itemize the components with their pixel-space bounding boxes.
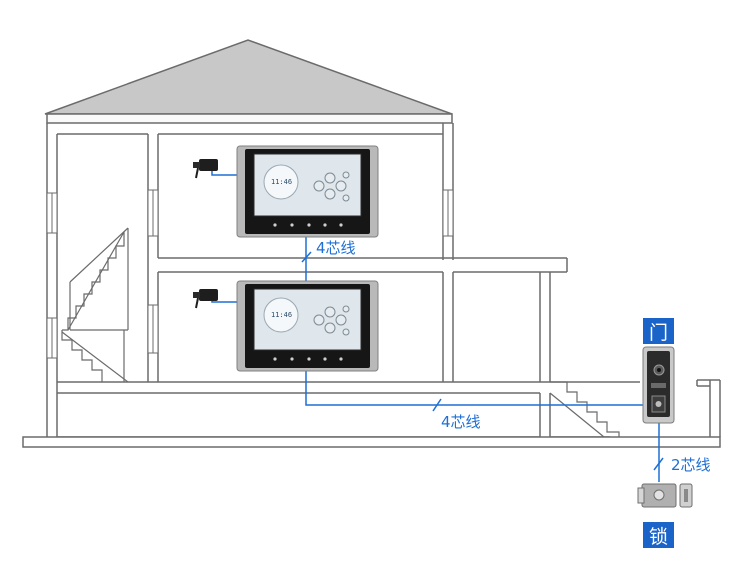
monitor-clock-upper: 11:46 [271, 178, 293, 186]
wire-label-top: 4芯线 [316, 239, 356, 257]
power-adapter-icon [193, 289, 218, 309]
wire-monitor-to-door [305, 368, 643, 406]
monitor-clock-lower: 11:46 [271, 311, 293, 319]
door-tag: 门 [643, 318, 674, 344]
roof-beam [46, 113, 453, 124]
interior-staircase [61, 227, 129, 383]
electric-lock-icon [637, 483, 693, 508]
house-walls [22, 123, 721, 448]
wire-label-bottom: 4芯线 [441, 413, 481, 431]
wire-label-lock: 2芯线 [671, 456, 711, 474]
windows [46, 189, 454, 359]
power-adapter-icon [193, 159, 218, 179]
monitor-icon [236, 280, 379, 372]
monitor-icon [236, 145, 379, 238]
door-camera-icon [642, 346, 675, 424]
roof [44, 39, 453, 115]
exterior-steps [549, 381, 620, 438]
lock-tag: 锁 [643, 522, 674, 548]
